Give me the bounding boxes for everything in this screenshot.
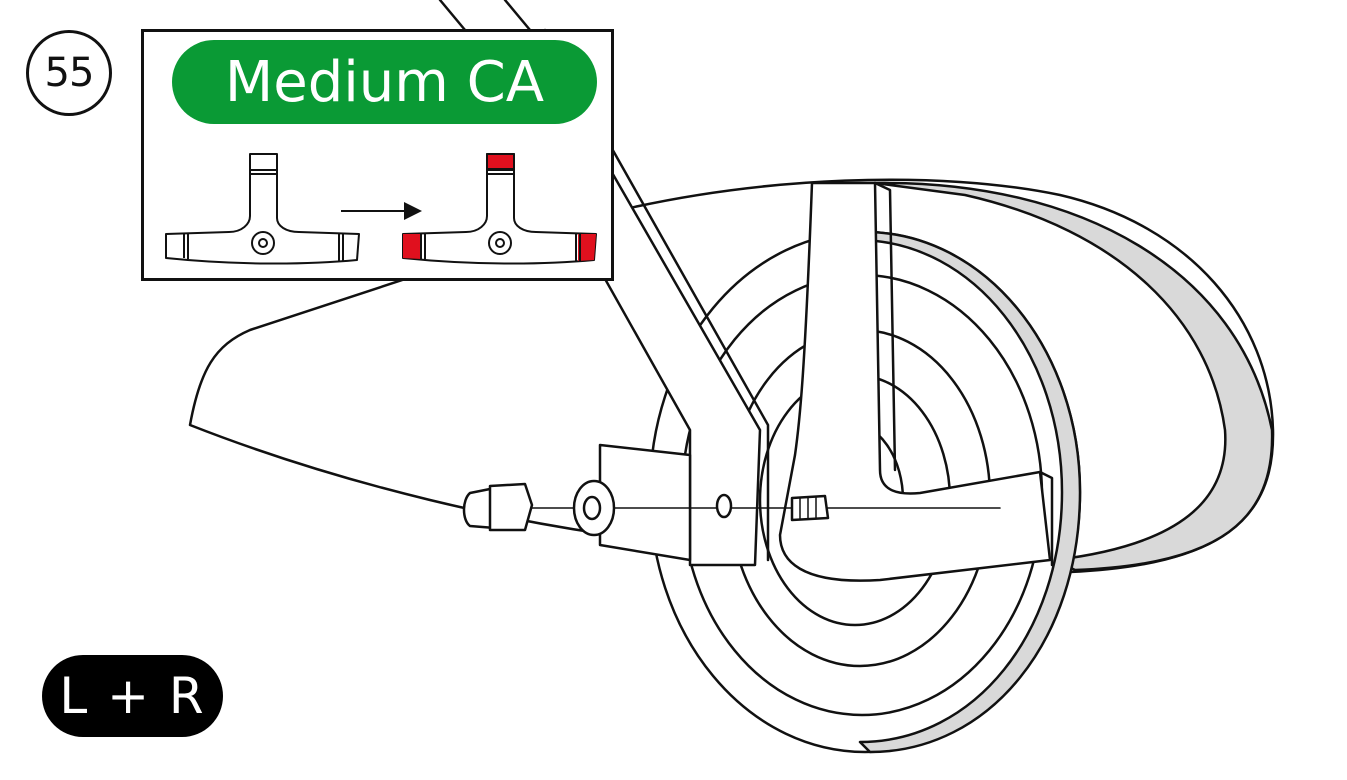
axle-hex-nut [488, 482, 534, 532]
fork-vertical [778, 181, 1052, 582]
frame-arm-edge [543, 28, 770, 562]
threaded-stud [790, 494, 830, 522]
handle-illustration [165, 153, 597, 265]
axle-washer-hole [582, 495, 602, 521]
wheel-tyre-band [858, 230, 1082, 754]
setting-title-pill: Medium CA [172, 40, 597, 124]
marker-left [403, 234, 421, 259]
frame-bolt-hole [715, 493, 733, 519]
marker-top [487, 154, 514, 169]
shell-rim [873, 181, 1274, 572]
side-badge: L + R [42, 655, 223, 737]
frame-tube [438, 0, 532, 32]
step-number: 55 [26, 30, 112, 116]
arrow-right-icon [341, 202, 422, 220]
setting-title: Medium CA [224, 49, 545, 115]
handle-after [402, 153, 597, 265]
setting-panel: Medium CA [141, 29, 614, 281]
handle-before [165, 153, 360, 265]
marker-right [578, 234, 596, 261]
fork-vertical-edge [873, 181, 1054, 567]
